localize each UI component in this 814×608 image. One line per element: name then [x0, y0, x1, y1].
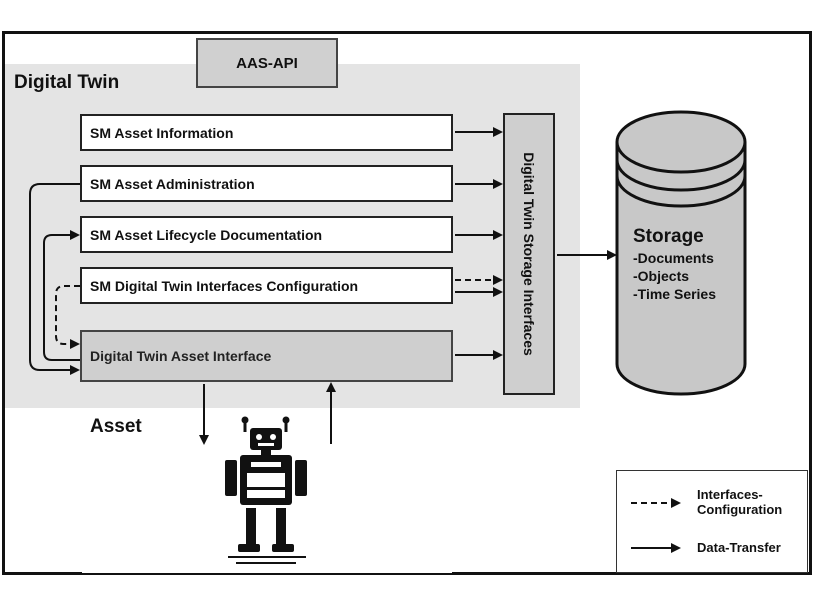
sm-interfaces-configuration-box: SM Digital Twin Interfaces Configuration: [80, 267, 453, 304]
aas-api-label: AAS-API: [236, 54, 298, 72]
aas-api-box: AAS-API: [196, 38, 338, 88]
storage-cylinder-icon: [615, 110, 747, 396]
legend: Interfaces- Configuration Data-Transfer: [616, 470, 808, 573]
arrow-interface-to-lifecycle: [43, 230, 80, 361]
sm-asset-information-label: SM Asset Information: [90, 124, 234, 141]
arrow-admin-to-interface: [29, 183, 80, 375]
storage-item-objects: -Objects: [633, 268, 690, 284]
sm-asset-information-box: SM Asset Information: [80, 114, 453, 151]
legend-dashed-label-line2: Configuration: [697, 502, 783, 517]
sm-interfaces-configuration-label: SM Digital Twin Interfaces Configuration: [90, 277, 359, 294]
robot-icon: [225, 416, 307, 564]
storage-item-time-series: -Time Series: [633, 286, 717, 302]
legend-dashed-label-line1: Interfaces-: [697, 487, 763, 502]
sm-asset-lifecycle-label: SM Asset Lifecycle Documentation: [90, 226, 323, 243]
digital-twin-title: Digital Twin: [14, 72, 120, 93]
legend-dashed-label: Interfaces- Configuration: [697, 487, 782, 517]
storage-item-documents: -Documents: [633, 250, 714, 266]
sm-asset-lifecycle-box: SM Asset Lifecycle Documentation: [80, 216, 453, 253]
asset-title: Asset: [90, 416, 142, 437]
sm-asset-administration-box: SM Asset Administration: [80, 165, 453, 202]
legend-solid-label: Data-Transfer: [697, 540, 781, 555]
storage-title: Storage: [633, 226, 704, 247]
legend-lines: [631, 498, 681, 553]
digital-twin-asset-interface-box: Digital Twin Asset Interface: [80, 330, 453, 382]
storage-interfaces-box: Digital Twin Storage Interfaces: [503, 113, 555, 395]
arrow-config-to-interface-dashed: [55, 285, 80, 349]
sm-asset-administration-label: SM Asset Administration: [90, 175, 255, 192]
digital-twin-asset-interface-label: Digital Twin Asset Interface: [90, 348, 272, 364]
